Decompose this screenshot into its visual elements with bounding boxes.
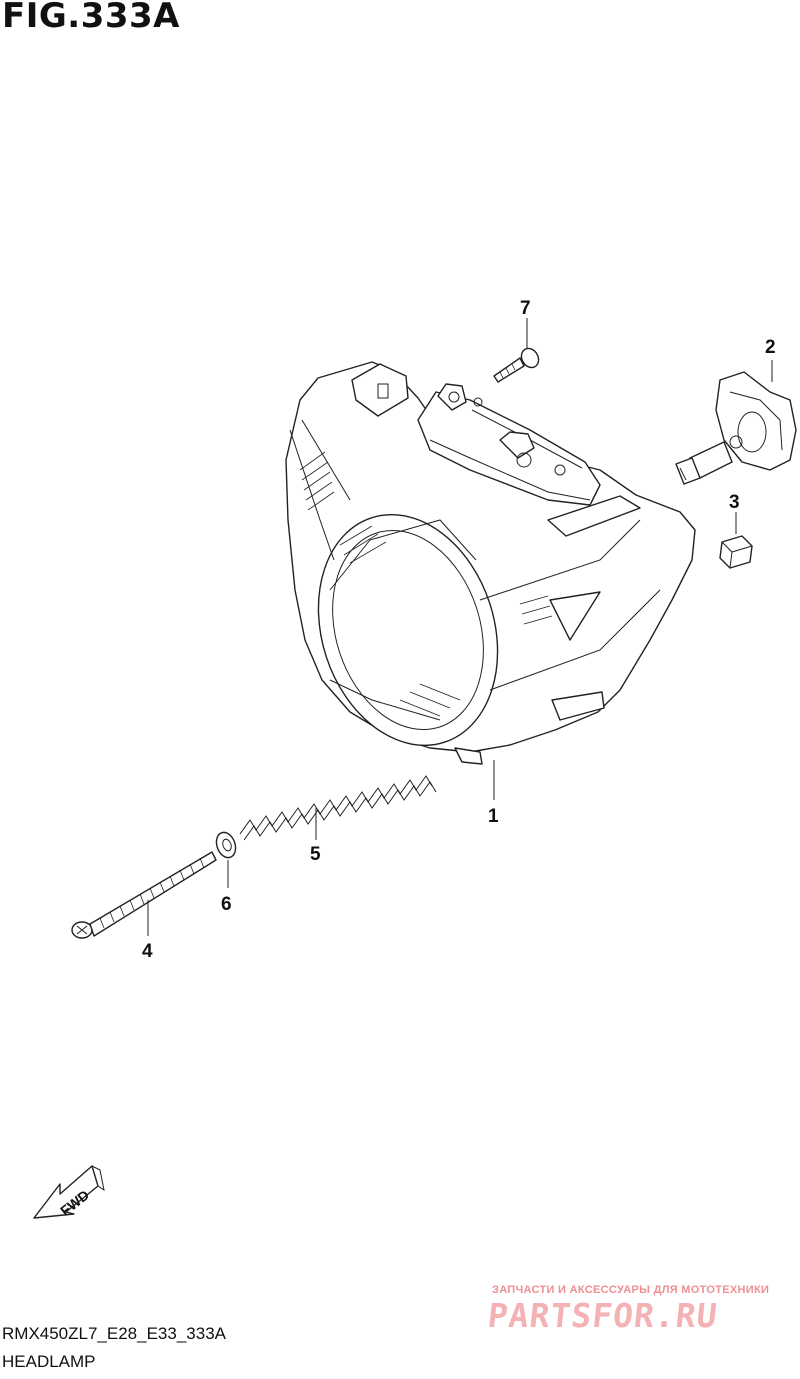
callout-3: 3: [729, 492, 740, 513]
model-code: RMX450ZL7_E28_E33_333A: [2, 1324, 226, 1343]
watermark-logo: PARTSFOR.RU: [485, 1296, 720, 1335]
assembly-name: HEADLAMP: [2, 1352, 96, 1371]
callout-4: 4: [142, 941, 153, 962]
nut-icon[interactable]: 3: [719, 492, 753, 569]
spring-icon[interactable]: 5: [239, 775, 437, 865]
fwd-arrow-icon: FWD: [33, 1165, 105, 1219]
screw-icon[interactable]: 7: [493, 298, 542, 383]
bulb-icon[interactable]: 2: [675, 337, 797, 485]
figure-title: FIG.333A: [2, 0, 180, 36]
watermark-tagline: ЗАПЧАСТИ И АКСЕССУАРЫ ДЛЯ МОТОТЕХНИКИ: [492, 1284, 770, 1296]
washer-icon[interactable]: 6: [213, 830, 239, 915]
callout-1: 1: [488, 806, 499, 827]
callout-5: 5: [310, 844, 321, 865]
callout-2: 2: [765, 337, 776, 358]
callout-6: 6: [221, 894, 232, 915]
headlamp-housing-icon[interactable]: 1: [285, 361, 696, 827]
adjusting-screw-icon[interactable]: 4: [71, 851, 217, 962]
callout-7: 7: [520, 298, 531, 319]
